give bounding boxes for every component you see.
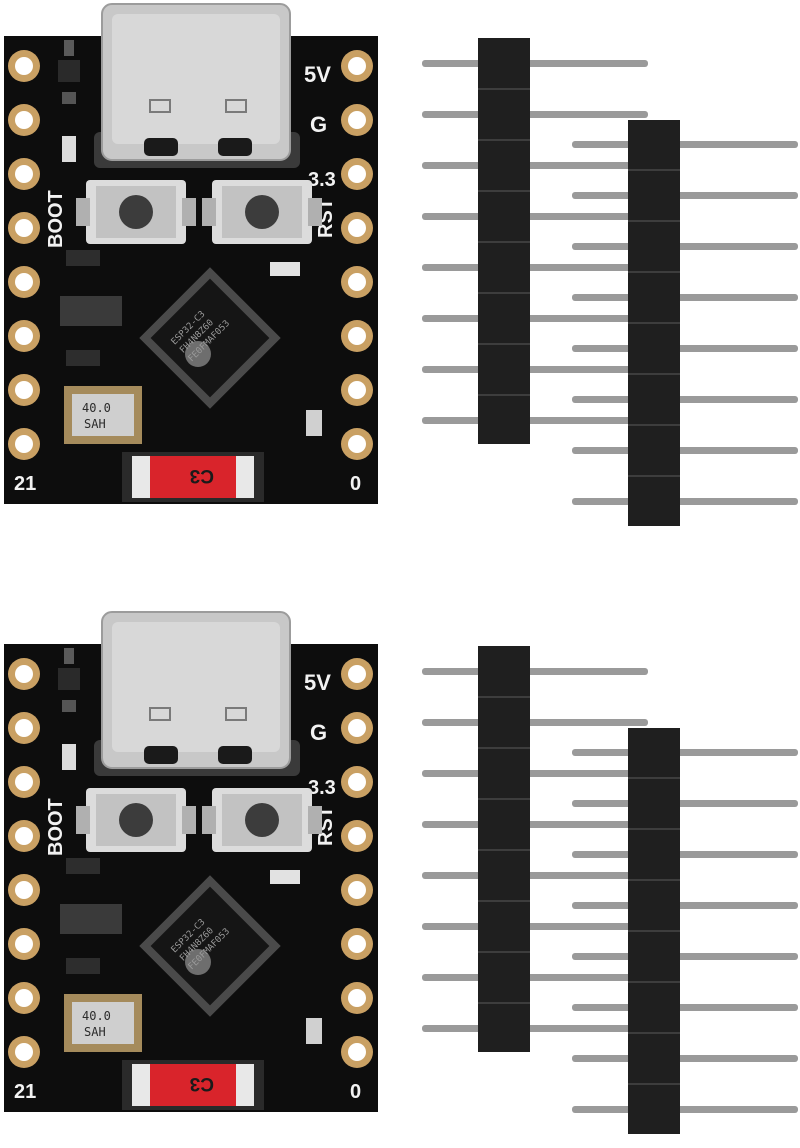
- label-5v: 5V: [304, 62, 331, 87]
- label-boot: BOOT: [45, 798, 67, 856]
- product-kit-1: 5V G 3.3 BOOT RST 21 0: [0, 0, 800, 540]
- reset-button: [202, 180, 322, 244]
- diode: [60, 904, 122, 934]
- led: [270, 262, 300, 276]
- right-pin-pads: [341, 658, 373, 1068]
- crystal-line-1: 40.0: [82, 401, 111, 415]
- crystal-oscillator: 40.0 SAH: [64, 994, 142, 1052]
- label-pin-0: 0: [350, 473, 361, 495]
- product-kit-2: 5V G 3.3 BOOT RST 21 0: [0, 608, 800, 1148]
- kit-illustration: 5V G 3.3 BOOT RST 21 0: [4, 611, 798, 1134]
- label-3v3: 3.3: [308, 169, 336, 191]
- kit-illustration: 5V G 3.3 BOOT RST 21 0: [4, 3, 798, 526]
- regulator-ic: [58, 60, 80, 82]
- label-boot: BOOT: [45, 190, 67, 248]
- usb-c-connector: [94, 611, 300, 776]
- crystal-line-2: SAH: [84, 1025, 106, 1039]
- regulator-ic: [58, 668, 80, 690]
- badge-text: C3: [190, 465, 214, 486]
- crystal-line-1: 40.0: [82, 1009, 111, 1023]
- badge-text: C3: [190, 1073, 214, 1094]
- led: [270, 870, 300, 884]
- pin-header-8-second: [572, 120, 798, 526]
- boot-button: [76, 788, 196, 852]
- esp32-c3-board: 5V G 3.3 BOOT RST 21 0: [4, 3, 378, 504]
- crystal-line-2: SAH: [84, 417, 106, 431]
- espressif-logo-icon: [185, 949, 211, 975]
- usb-c-connector: [94, 3, 300, 168]
- label-3v3: 3.3: [308, 777, 336, 799]
- espressif-logo-icon: [185, 341, 211, 367]
- reset-button: [202, 788, 322, 852]
- right-pin-pads: [341, 50, 373, 460]
- left-pin-pads: [8, 50, 40, 460]
- pin-header-8: [422, 646, 648, 1052]
- boot-button: [76, 180, 196, 244]
- c3-badge: C3: [122, 1060, 264, 1110]
- label-pin-0: 0: [350, 1081, 361, 1103]
- pin-header-8: [422, 38, 648, 444]
- diode: [60, 296, 122, 326]
- esp32-c3-board: 5V G 3.3 BOOT RST 21 0: [4, 611, 378, 1112]
- left-pin-pads: [8, 658, 40, 1068]
- pin-header-8-second: [572, 728, 798, 1134]
- c3-badge: C3: [122, 452, 264, 502]
- label-g: G: [310, 720, 327, 745]
- label-pin-21: 21: [14, 473, 36, 495]
- crystal-oscillator: 40.0 SAH: [64, 386, 142, 444]
- label-5v: 5V: [304, 670, 331, 695]
- label-pin-21: 21: [14, 1081, 36, 1103]
- label-g: G: [310, 112, 327, 137]
